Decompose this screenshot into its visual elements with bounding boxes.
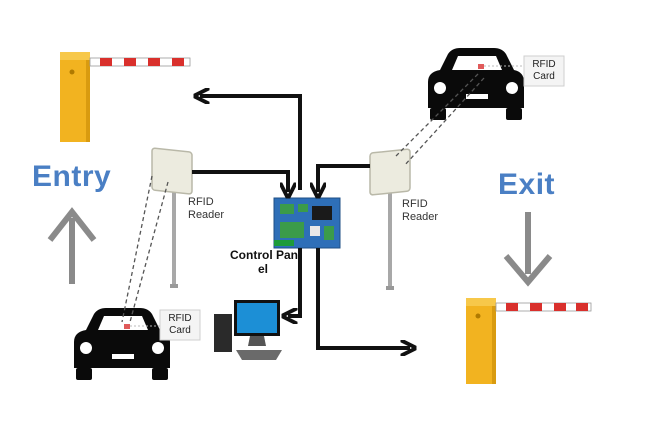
- car-bottom-left-icon: [74, 308, 170, 380]
- exit-down-arrow-icon: [503, 212, 553, 287]
- rfid-card-top-line2: Card: [533, 71, 555, 82]
- exit-label: Exit: [498, 168, 556, 201]
- rfid-card-bottom-line2: Card: [169, 325, 191, 336]
- rfid-reader-right-icon: [369, 148, 411, 290]
- rfid-card-bottom-icon: [130, 309, 201, 341]
- control-panel-line2: el: [258, 262, 269, 276]
- control-panel-label: Control Pan el: [230, 248, 298, 276]
- control-panel-line1: Control Pan: [230, 248, 298, 262]
- rfid-reader-right-line1: RFID: [402, 198, 428, 210]
- entry-barrier-gate-icon: [60, 52, 191, 142]
- control-board-icon: [273, 197, 341, 249]
- rfid-reader-left-icon: [151, 147, 193, 288]
- entry-up-arrow-icon: [47, 207, 97, 284]
- exit-barrier-gate-icon: [466, 298, 592, 384]
- rfid-reader-right-line2: Reader: [402, 211, 439, 223]
- rfid-reader-right-label: RFID Reader: [402, 198, 438, 224]
- computer-icon: [214, 300, 282, 360]
- entry-label: Entry: [32, 160, 112, 193]
- rfid-card-bottom-line1: RFID: [168, 313, 192, 324]
- rfid-reader-left-label: RFID Reader: [188, 196, 224, 222]
- flow-arrows: [192, 96, 410, 348]
- rfid-card-top-line1: RFID: [532, 59, 556, 70]
- rf-signal-lines: [121, 73, 485, 323]
- rfid-card-bottom-label: RFID Card: [160, 313, 200, 337]
- rfid-card-top-label: RFID Card: [524, 59, 564, 83]
- rfid-reader-left-line2: Reader: [188, 209, 225, 221]
- rfid-card-top-icon: [484, 55, 565, 87]
- rfid-reader-left-line1: RFID: [188, 196, 214, 208]
